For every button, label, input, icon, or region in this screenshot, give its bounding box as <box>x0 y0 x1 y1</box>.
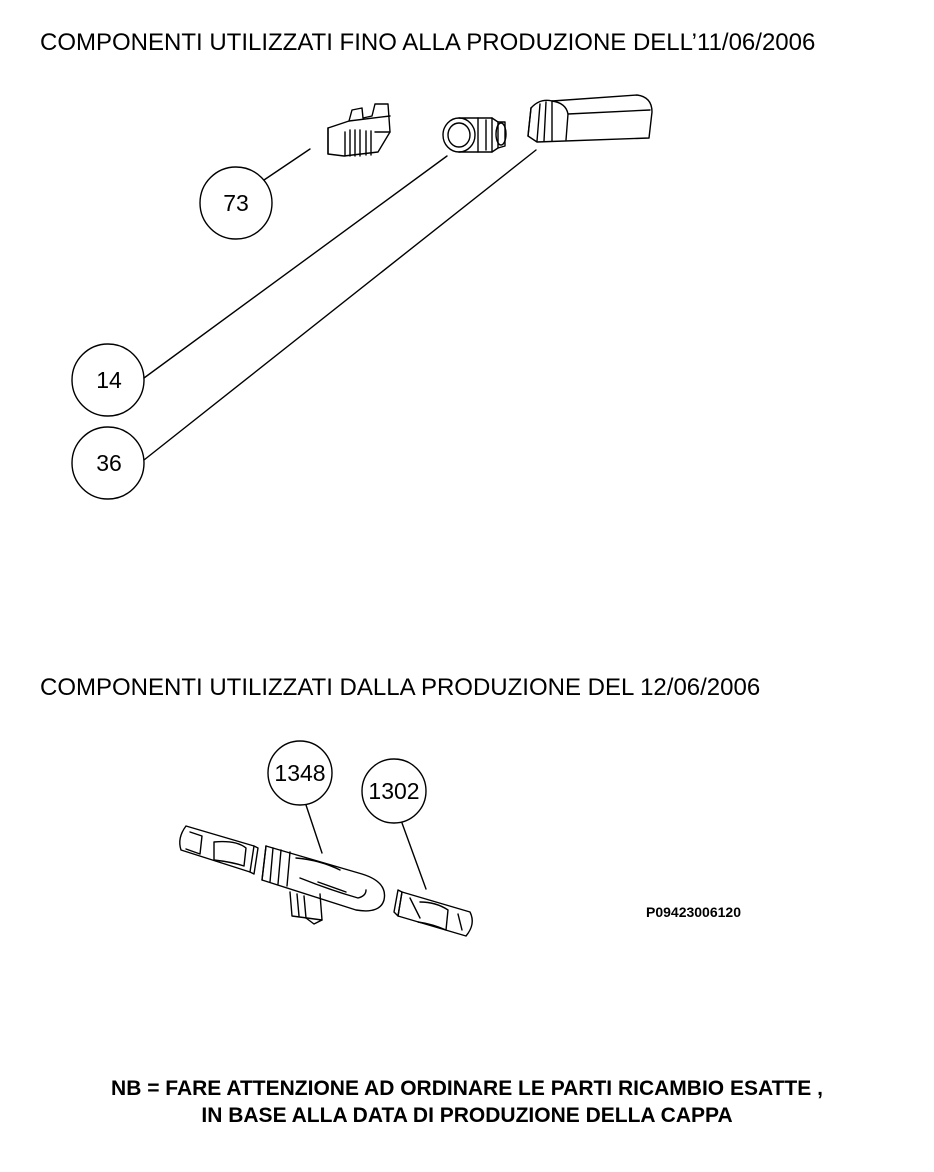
callout-14-circle <box>71 343 145 417</box>
note-line-2: IN BASE ALLA DATA DI PRODUZIONE DELLA CA… <box>201 1104 733 1127</box>
callout-14-label: 14 <box>96 367 122 393</box>
callout-73-circle <box>199 166 273 240</box>
leader-36 <box>143 149 537 461</box>
callout-73-label: 73 <box>223 190 249 216</box>
part-1348-body <box>261 845 386 925</box>
drawing-code: P09423006120 <box>646 904 741 920</box>
callout-1302-circle <box>361 758 427 824</box>
part-73-clip <box>327 103 391 157</box>
note-line-1: NB = FARE ATTENZIONE AD ORDINARE LE PART… <box>111 1077 823 1100</box>
heading-new-components: COMPONENTI UTILIZZATI DALLA PRODUZIONE D… <box>40 674 761 701</box>
leader-14 <box>143 155 448 379</box>
leader-73 <box>263 148 311 181</box>
leader-1348 <box>305 804 323 854</box>
callout-36-circle <box>71 426 145 500</box>
callout-1348-label: 1348 <box>274 760 325 786</box>
callout-36-label: 36 <box>96 450 122 476</box>
part-14-bush <box>442 117 507 153</box>
heading-old-components: COMPONENTI UTILIZZATI FINO ALLA PRODUZIO… <box>40 29 816 56</box>
callout-1348-circle <box>267 740 333 806</box>
part-1302-clip <box>393 889 473 937</box>
part-left-end-cap <box>179 825 259 875</box>
leader-1302 <box>401 822 427 890</box>
callout-1302-label: 1302 <box>368 778 419 804</box>
part-36-housing <box>527 94 653 143</box>
